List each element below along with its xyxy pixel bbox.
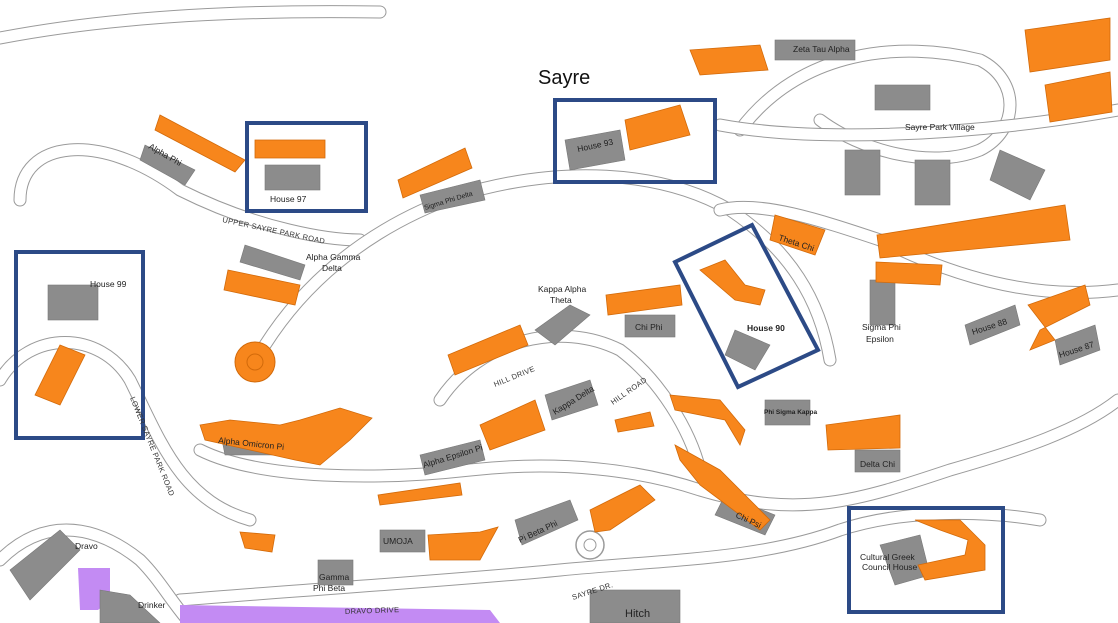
label-sigma-phi-epsilon-2: Epsilon xyxy=(866,334,894,344)
label-phi-sigma-kappa: Phi Sigma Kappa xyxy=(764,409,817,416)
building-kappa-delta xyxy=(544,379,599,421)
label-dravo: Dravo xyxy=(75,541,98,551)
orange-building-hill-drive xyxy=(447,324,529,376)
building-sigma-phi-epsilon xyxy=(869,279,896,326)
building-sayre-park-village-1 xyxy=(874,84,931,111)
orange-building-house-97 xyxy=(254,139,326,159)
label-house-90: House 90 xyxy=(747,323,785,333)
orange-building-sigma-phi-delta xyxy=(397,147,473,199)
building-hitch xyxy=(589,589,681,623)
orange-building-top-right-2 xyxy=(1044,71,1113,123)
building-gamma-phi-beta xyxy=(317,559,354,586)
label-sigma-phi-epsilon-1: Sigma Phi xyxy=(862,322,901,332)
label-house-99: House 99 xyxy=(90,279,127,289)
label-alpha-gamma-delta-2: Delta xyxy=(322,263,342,273)
orange-building-delta-chi xyxy=(825,414,901,451)
highlight-cultural-greek-council-house[interactable] xyxy=(847,506,1005,614)
label-hill-drive: HILL DRIVE xyxy=(492,364,536,389)
orange-building-small-1 xyxy=(614,411,655,433)
building-sigma-phi-delta xyxy=(419,179,486,214)
orange-building-chi-psi xyxy=(674,444,771,531)
building-house-90 xyxy=(724,329,771,371)
label-delta-chi: Delta Chi xyxy=(860,459,895,469)
label-hill-road: HILL ROAD xyxy=(609,375,649,407)
building-phi-sigma-kappa xyxy=(764,399,811,426)
label-dravo-drive: DRAVO DRIVE xyxy=(345,605,400,616)
building-umoja xyxy=(379,529,426,553)
label-kappa-alpha-theta-2: Theta xyxy=(550,295,572,305)
highlight-boxes xyxy=(14,98,1005,614)
orange-building-sigma-phi-epsilon xyxy=(875,261,943,286)
orange-building-alpha-epsilon-pi xyxy=(479,399,546,451)
orange-building-house-90 xyxy=(699,259,766,306)
orange-building-theta-chi xyxy=(769,214,826,256)
label-house-97: House 97 xyxy=(270,194,307,204)
orange-building-alpha-phi xyxy=(154,114,246,173)
building-zeta-tau-alpha xyxy=(774,39,856,61)
building-sayre-park-village-4 xyxy=(989,149,1046,201)
highlight-house-90[interactable] xyxy=(672,222,821,390)
label-alpha-gamma-delta-1: Alpha Gamma xyxy=(306,252,361,262)
label-gamma-phi-beta-2: Phi Beta xyxy=(313,583,345,593)
area-title: Sayre xyxy=(538,67,590,89)
orange-building-curved xyxy=(669,394,746,446)
highlight-house-93[interactable] xyxy=(553,98,717,184)
orange-building-top-right-1 xyxy=(1024,17,1111,73)
building-dravo xyxy=(9,529,81,601)
orange-building-alpha-omicron-pi xyxy=(199,407,373,466)
building-house-93 xyxy=(564,129,626,171)
building-drinker xyxy=(99,589,161,623)
label-zeta-tau-alpha: Zeta Tau Alpha xyxy=(793,44,850,54)
orange-building-lower-left xyxy=(239,531,276,553)
label-umoja: UMOJA xyxy=(383,536,413,546)
building-house-99 xyxy=(47,284,99,321)
orange-building-house-88 xyxy=(1027,284,1091,351)
building-alpha-epsilon-pi xyxy=(419,439,486,476)
cul-de-sac-circle xyxy=(234,341,276,383)
label-hitch: Hitch xyxy=(625,608,650,620)
building-chi-phi xyxy=(624,314,676,338)
building-sayre-park-village-2 xyxy=(844,149,881,196)
building-sayre-park-village-3 xyxy=(914,159,951,206)
orange-building-top xyxy=(689,44,769,76)
label-chi-phi: Chi Phi xyxy=(635,322,663,332)
orange-building-long-thin xyxy=(377,482,463,506)
orange-building-pi-beta-phi xyxy=(589,484,656,533)
label-cultural-greek-1: Cultural Greek xyxy=(860,552,916,562)
orange-building-cultural-greek xyxy=(914,519,986,581)
label-cultural-greek-2: Council House xyxy=(862,562,918,572)
building-pi-beta-phi xyxy=(514,499,579,546)
orange-building-umoja xyxy=(427,526,499,561)
label-kappa-alpha-theta-1: Kappa Alpha xyxy=(538,284,586,294)
building-alpha-phi xyxy=(139,144,196,186)
building-house-87 xyxy=(1054,324,1101,366)
building-delta-chi xyxy=(854,449,901,473)
orange-building-chi-phi xyxy=(605,284,683,316)
label-sayre-park-village: Sayre Park Village xyxy=(905,122,975,132)
orange-building-alpha-gamma-delta xyxy=(223,269,301,306)
orange-building-house-93 xyxy=(624,104,691,151)
building-kappa-alpha-theta xyxy=(534,304,591,346)
highlight-house-99[interactable] xyxy=(14,250,145,440)
label-gamma-phi-beta-1: Gamma xyxy=(319,572,350,582)
orange-building-right-long xyxy=(876,204,1071,259)
building-house-97 xyxy=(264,164,321,191)
highlight-house-97[interactable] xyxy=(245,121,368,213)
orange-building-house-99 xyxy=(34,344,86,406)
dravo-drive-path xyxy=(180,605,500,623)
label-drinker: Drinker xyxy=(138,600,166,610)
orange-buildings xyxy=(34,17,1113,581)
building-house-88 xyxy=(964,304,1021,346)
building-alpha-gamma-delta xyxy=(239,244,306,281)
